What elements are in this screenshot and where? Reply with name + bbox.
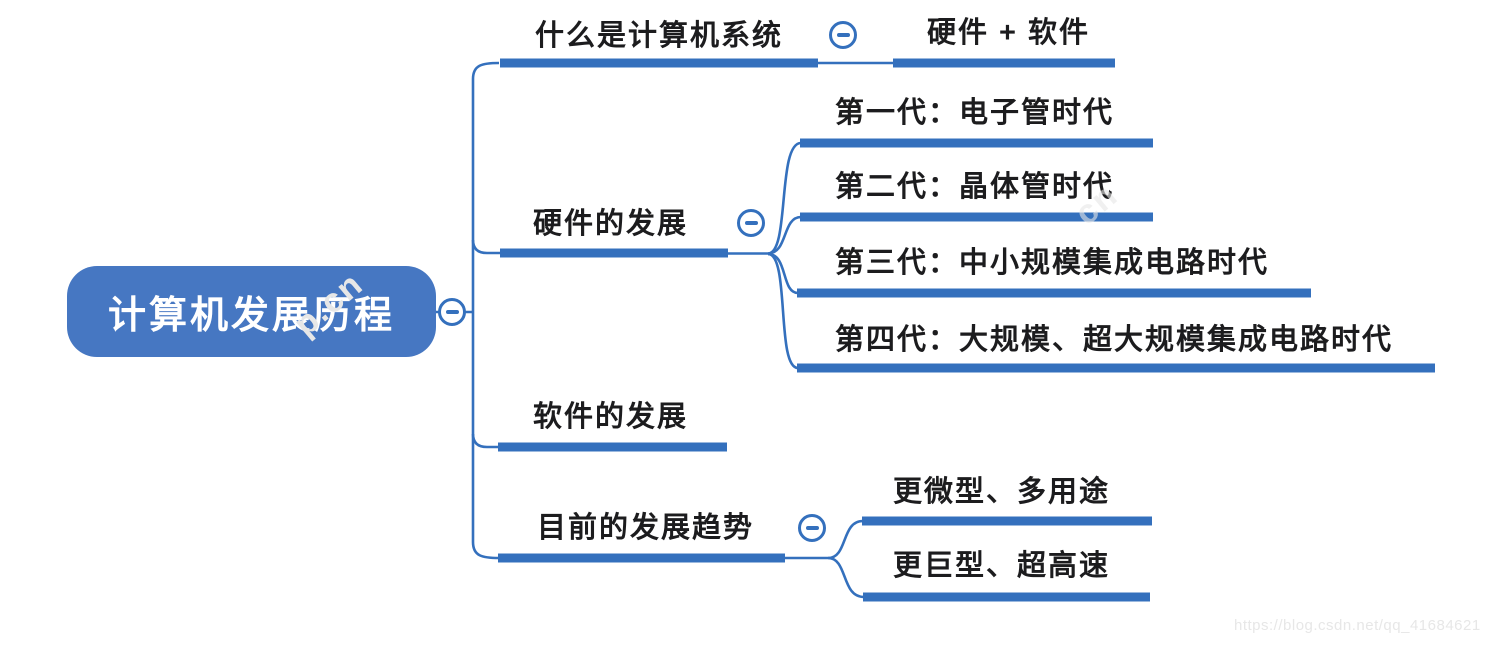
node-gen2-transistor[interactable]: 第二代：晶体管时代 — [835, 171, 1115, 203]
collapse-button-root[interactable] — [438, 298, 466, 326]
node-gen3-small-medium-ic[interactable]: 第三代：中小规模集成电路时代 — [835, 247, 1270, 279]
collapse-button-computer-system[interactable] — [829, 21, 857, 49]
node-trend-micro-multipurpose[interactable]: 更微型、多用途 — [893, 476, 1111, 508]
node-what-is-computer-system[interactable]: 什么是计算机系统 — [535, 20, 784, 52]
connector-to-trend2 — [827, 556, 865, 599]
connector-main-spine — [471, 61, 500, 560]
connector-spine-to-hardware — [471, 239, 500, 255]
connector-to-trend1 — [827, 519, 864, 560]
node-software-development[interactable]: 软件的发展 — [533, 401, 689, 433]
node-hardware-plus-software[interactable]: 硬件 + 软件 — [927, 17, 1091, 49]
connector-spine-to-software — [471, 433, 500, 449]
connector-to-gen2 — [767, 215, 802, 255]
minus-circle-icon — [744, 221, 758, 225]
root-node[interactable]: 计算机发展历程 — [67, 266, 436, 357]
node-hardware-development[interactable]: 硬件的发展 — [533, 208, 689, 240]
minus-circle-icon — [445, 310, 459, 314]
collapse-button-trends[interactable] — [798, 514, 826, 542]
node-gen1-vacuum-tube[interactable]: 第一代：电子管时代 — [835, 97, 1115, 129]
connector-to-gen1 — [767, 141, 802, 255]
node-trend-giant-highspeed[interactable]: 更巨型、超高速 — [893, 550, 1111, 582]
csdn-url-watermark: https://blog.csdn.net/qq_41684621 — [1234, 617, 1481, 634]
connector-to-gen4 — [767, 252, 799, 370]
node-gen4-lsi-vlsi[interactable]: 第四代：大规模、超大规模集成电路时代 — [835, 324, 1394, 356]
connector-to-gen3 — [767, 252, 799, 295]
minus-circle-icon — [836, 33, 850, 37]
node-current-trends[interactable]: 目前的发展趋势 — [537, 512, 755, 544]
minus-circle-icon — [805, 526, 819, 530]
collapse-button-hardware[interactable] — [737, 209, 765, 237]
root-node-label: 计算机发展历程 — [107, 295, 395, 337]
